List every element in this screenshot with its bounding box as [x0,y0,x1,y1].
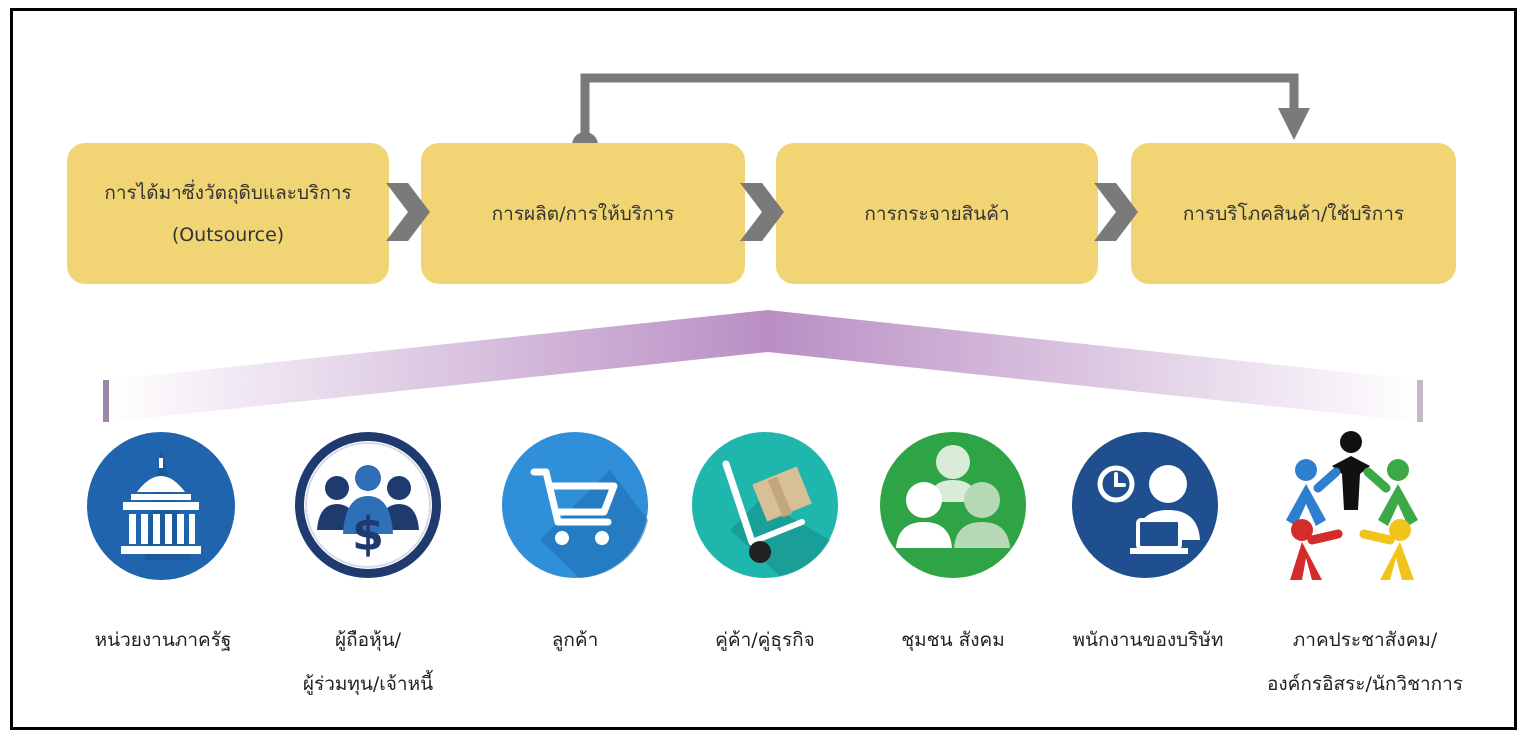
people-circle-icon [1286,431,1418,580]
stage-label: การผลิต/การให้บริการ [491,202,675,225]
stage-label: การบริโภคสินค้า/ใช้บริการ [1182,202,1405,225]
stakeholder-label-community: ชุมชน สังคม [901,629,1005,651]
employee-laptop-icon [1072,432,1218,578]
connector-arrowhead [1278,108,1310,140]
chevron-right-icon [740,183,784,241]
stage-box-sourcing: การได้มาซึ่งวัตถุดิบและบริการ (Outsource… [67,143,389,284]
stage-box-production: การผลิต/การให้บริการ [421,143,745,284]
community-people-icon [880,432,1026,578]
stage-label: การได้มาซึ่งวัตถุดิบและบริการ [104,181,352,204]
stage-sublabel: (Outsource) [171,223,285,246]
shopping-cart-icon [502,432,648,578]
stage-box-consumption: การบริโภคสินค้า/ใช้บริการ [1131,143,1456,284]
chevron-right-icon [1094,183,1138,241]
hand-truck-box-icon [692,432,838,578]
svg-text:$: $ [352,507,384,561]
stakeholder-label-civil-society: ภาคประชาสังคม/ องค์กรอิสระ/นักวิชาการ [1266,629,1464,695]
stakeholder-label-employees: พนักงานของบริษัท [1072,629,1224,651]
government-building-icon [87,432,235,580]
stakeholder-label-partners: คู่ค้า/คู่ธุรกิจ [715,629,815,651]
stakeholder-label-shareholders: ผู้ถือหุ้น/ ผู้ร่วมทุน/เจ้าหนี้ [302,629,434,695]
stakeholder-fan [103,310,1423,422]
stakeholder-label-government: หน่วยงานภาครัฐ [94,629,232,651]
stage-box-distribution: การกระจายสินค้า [776,143,1098,284]
chevron-right-icon [386,183,430,241]
stage-label: การกระจายสินค้า [864,202,1010,225]
stakeholder-label-customers: ลูกค้า [551,629,599,651]
shareholders-dollar-icon: $ [295,432,441,578]
